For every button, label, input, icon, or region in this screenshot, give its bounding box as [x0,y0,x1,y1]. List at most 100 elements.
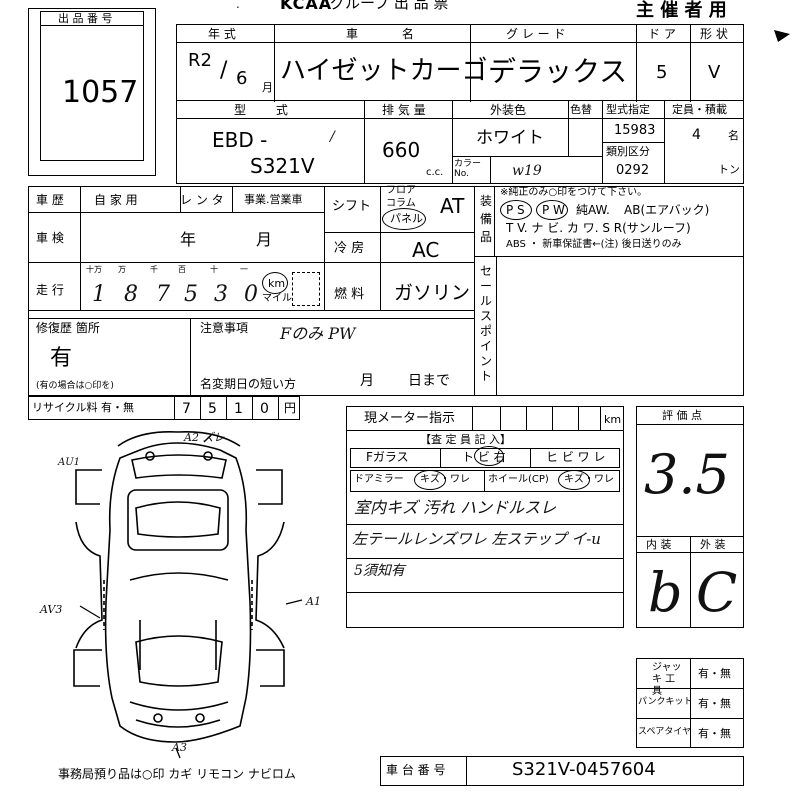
mileage-tenth-box [292,272,320,306]
equipment-note: ※純正のみ○印をつけて下さい。 [500,187,648,198]
recycle-digit-1: 5 [208,401,217,417]
equipment-label: 装 備 品 [480,194,493,244]
sales-point-label: セールスポイント [480,264,493,383]
recycle-label: リサイクル料 有・無 [32,401,134,414]
inspection-month: 月 [256,230,273,249]
equip-row2: T V. ナ ビ. カ ワ. S R(サンルーフ) [506,221,691,235]
inspection-label: 車 検 [36,231,64,245]
mileage-digit-4: 3 [214,282,228,307]
interior-label: 内 装 [646,538,672,551]
comment-line2: 左テールレンズワレ 左ステップ イ-u [352,530,601,548]
mark-rear: A3 [172,741,187,754]
notes-label: 注意事項 [200,321,249,335]
year-slash: / [220,58,228,83]
equip-row3: ABS ・ 新車保証書←(注) 後日送りのみ [506,239,682,250]
chassis-value: S321V-0457604 [512,759,656,780]
inspection-year: 年 [180,230,197,249]
model-line2: S321V [250,154,315,178]
history-table [28,186,744,396]
history-rental[interactable]: レ ン タ [180,193,224,207]
door-mirror-label: ドアミラー [354,474,404,485]
mileage-unit-4: 十 [210,265,218,274]
fuel-label: 燃 料 [334,287,365,302]
mark-right: A1 [306,595,321,608]
history-business[interactable]: 事業.営業車 [244,193,303,206]
lot-number-box [28,8,156,176]
mileage-unit-0: 十万 [86,265,102,274]
deadline-month: 月 [360,373,374,389]
organizer-label: 主 催 者 用 [636,0,727,21]
corner-mark-icon [774,30,790,42]
recycle-unit: 円 [284,401,297,415]
exterior-label: 外 装 [700,538,726,551]
equip-ab[interactable]: AB(エアバック) [624,203,710,217]
shift-value: AT [440,194,465,218]
spare-opts[interactable]: 有・無 [698,727,731,740]
interior-value: b [648,561,683,624]
puncture-opts[interactable]: 有・無 [698,697,731,710]
mileage-unit-2: 千 [150,265,158,274]
equip-aw[interactable]: 純AW. [576,203,610,217]
mileage-unit-3: 百 [178,265,186,274]
tobi-circle [474,446,504,466]
score-label: 評 価 点 [662,409,702,422]
mileage-digit-5: 0 [244,282,258,307]
recycle-box [28,396,300,420]
month-unit: 月 [262,81,273,94]
mark-front: A2 ズレ [184,431,225,444]
inspector-box [346,406,624,628]
fuel-value: ガソリン [394,282,471,304]
wheel-label: ホイール(CP) [488,474,549,485]
comment-line1: 室内キズ 汚れ ハンドルスレ [354,498,557,517]
name-label: 車 名 [346,27,414,41]
year-era: R2 [188,50,212,71]
recycle-digit-2: 1 [234,401,243,417]
km-circle [262,272,288,294]
brand-logo: KCAA [280,0,333,13]
jack-opts[interactable]: 有・無 [698,667,731,680]
comment-line3: 5須知有 [354,563,405,579]
model-label: 型 式 [234,103,288,117]
puncture-label: パンクキット [638,697,693,707]
meter-label: 現メーター指示 [364,411,456,426]
mileage-digit-1: 8 [124,282,138,307]
recycle-digit-0: 7 [182,401,191,417]
load-unit: トン [718,163,740,176]
history-private[interactable]: 自 家 用 [94,193,138,207]
color-no-label: カラー No. [454,159,482,179]
mileage-unit-1: 万 [118,265,126,274]
lot-number-label: 出 品 番 号 [58,12,113,25]
wheel-circle [558,470,590,490]
aircon-value: AC [412,238,440,262]
mark-left: AV3 [40,603,63,616]
chassis-label: 車 台 番 号 [386,763,446,777]
color-value: ホワイト [476,128,544,148]
notes-handwritten: Fのみ PW [280,324,356,343]
shift-opt-column[interactable]: コラム [386,198,416,209]
pw-circle [536,200,568,220]
mirror-wheel-row [350,470,620,492]
mileage-digit-3: 5 [184,282,198,307]
mileage-digit-2: 7 [156,282,170,307]
capacity-unit: 名 [728,129,739,142]
header-scribble: . [236,0,240,11]
shift-opt-floor[interactable]: フロア [386,185,416,196]
vehicle-grade: デラックス [488,55,628,88]
score-value: 3.5 [644,443,730,506]
repair-value: 有 [50,346,73,371]
type-spec-label: 型式指定 [606,103,650,116]
grade-label: グ レ ー ド [506,27,566,41]
f-glass-label: Fガラス [366,450,409,464]
exterior-value: C [696,561,738,624]
mileage-digit-0: 1 [92,282,106,307]
mark-front-left: AU1 [58,457,81,468]
lot-number-inner [40,11,144,161]
capacity-label: 定員・積載 [672,103,727,116]
capacity-value: 4 [692,127,701,143]
mileage-unit-5: 一 [240,265,248,274]
year-month: 6 [236,68,248,89]
repair-note: (有の場合は○印を) [36,381,114,391]
meter-km-unit: km [604,413,622,426]
mirror-circle [414,470,446,490]
chassis-box [380,756,744,786]
